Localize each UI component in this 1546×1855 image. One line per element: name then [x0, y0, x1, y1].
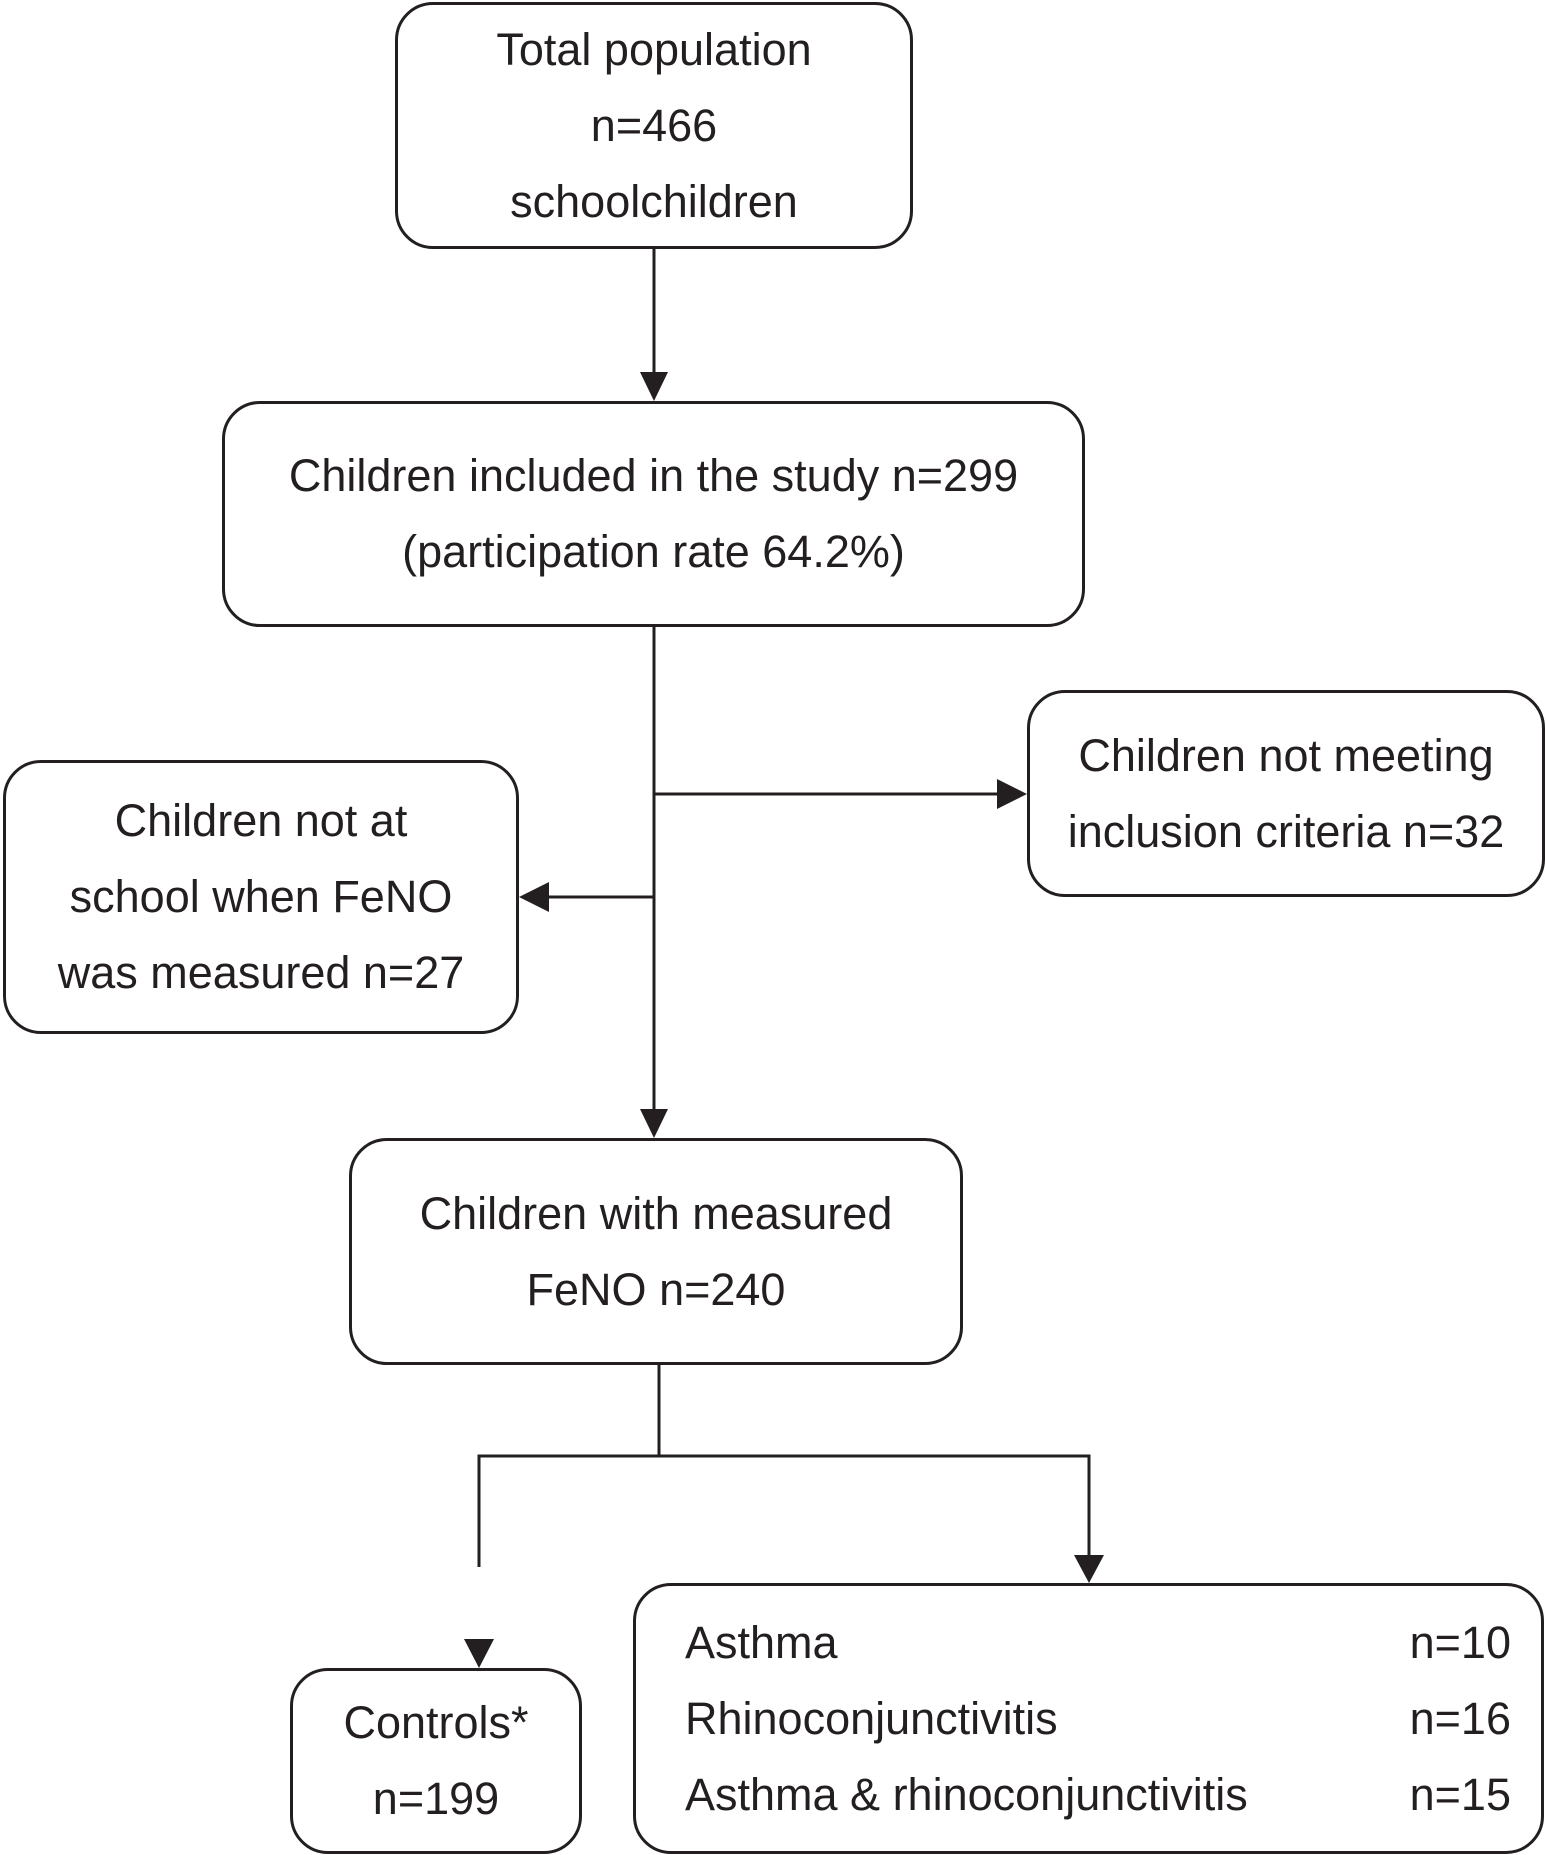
not-meeting-line-1: Children not meeting [1078, 729, 1494, 781]
total-line-2: n=466 [590, 99, 718, 151]
not-meeting-criteria-box: Children not meeting inclusion criteria … [1027, 690, 1545, 897]
group-label: Asthma [685, 1616, 838, 1668]
controls-line-2: n=199 [372, 1773, 500, 1824]
not-at-school-line-2: school when FeNO [69, 871, 453, 922]
group-count: n=15 [1409, 1768, 1511, 1820]
measured-feno-box: Children with measured FeNO n=240 [349, 1138, 963, 1365]
arrowhead-controls [464, 1639, 494, 1668]
connector-split [477, 1454, 1091, 1567]
group-row-asthma: Asthma n=10 [685, 1605, 1511, 1681]
not-at-school-line-1: Children not at [114, 795, 408, 846]
included-box: Children included in the study n=299 (pa… [222, 401, 1085, 627]
group-row-rhinoconjunctivitis: Rhinoconjunctivitis n=16 [685, 1681, 1511, 1757]
group-row-asthma-and-rhinoconjunctivitis: Asthma & rhinoconjunctivitis n=15 [685, 1757, 1511, 1833]
arrowhead-measured [640, 1109, 668, 1138]
controls-line-1: Controls* [343, 1697, 529, 1748]
total-line-1: Total population [496, 23, 812, 75]
arrowhead-included [640, 372, 668, 401]
group-label: Rhinoconjunctivitis [685, 1692, 1058, 1744]
controls-box: Controls* n=199 [290, 1668, 582, 1854]
arrowhead-not-at-school [519, 882, 549, 912]
included-line-2: (participation rate 64.2%) [402, 526, 905, 577]
measured-line-2: FeNO n=240 [526, 1263, 786, 1315]
not-meeting-line-2: inclusion criteria n=32 [1067, 805, 1505, 857]
measured-line-1: Children with measured [419, 1187, 893, 1239]
disease-groups-box: Asthma n=10 Rhinoconjunctivitis n=16 Ast… [633, 1583, 1544, 1854]
arrowhead-not-meeting [997, 779, 1027, 809]
group-label: Asthma & rhinoconjunctivitis [685, 1768, 1248, 1820]
group-count: n=10 [1409, 1616, 1511, 1668]
total-population-box: Total population n=466 schoolchildren [395, 2, 913, 249]
total-line-3: schoolchildren [510, 175, 798, 227]
arrowhead-groups [1074, 1555, 1104, 1583]
group-count: n=16 [1409, 1692, 1511, 1744]
not-at-school-line-3: was measured n=27 [57, 947, 465, 998]
included-line-1: Children included in the study n=299 [288, 450, 1019, 501]
not-at-school-box: Children not at school when FeNO was mea… [3, 760, 519, 1034]
